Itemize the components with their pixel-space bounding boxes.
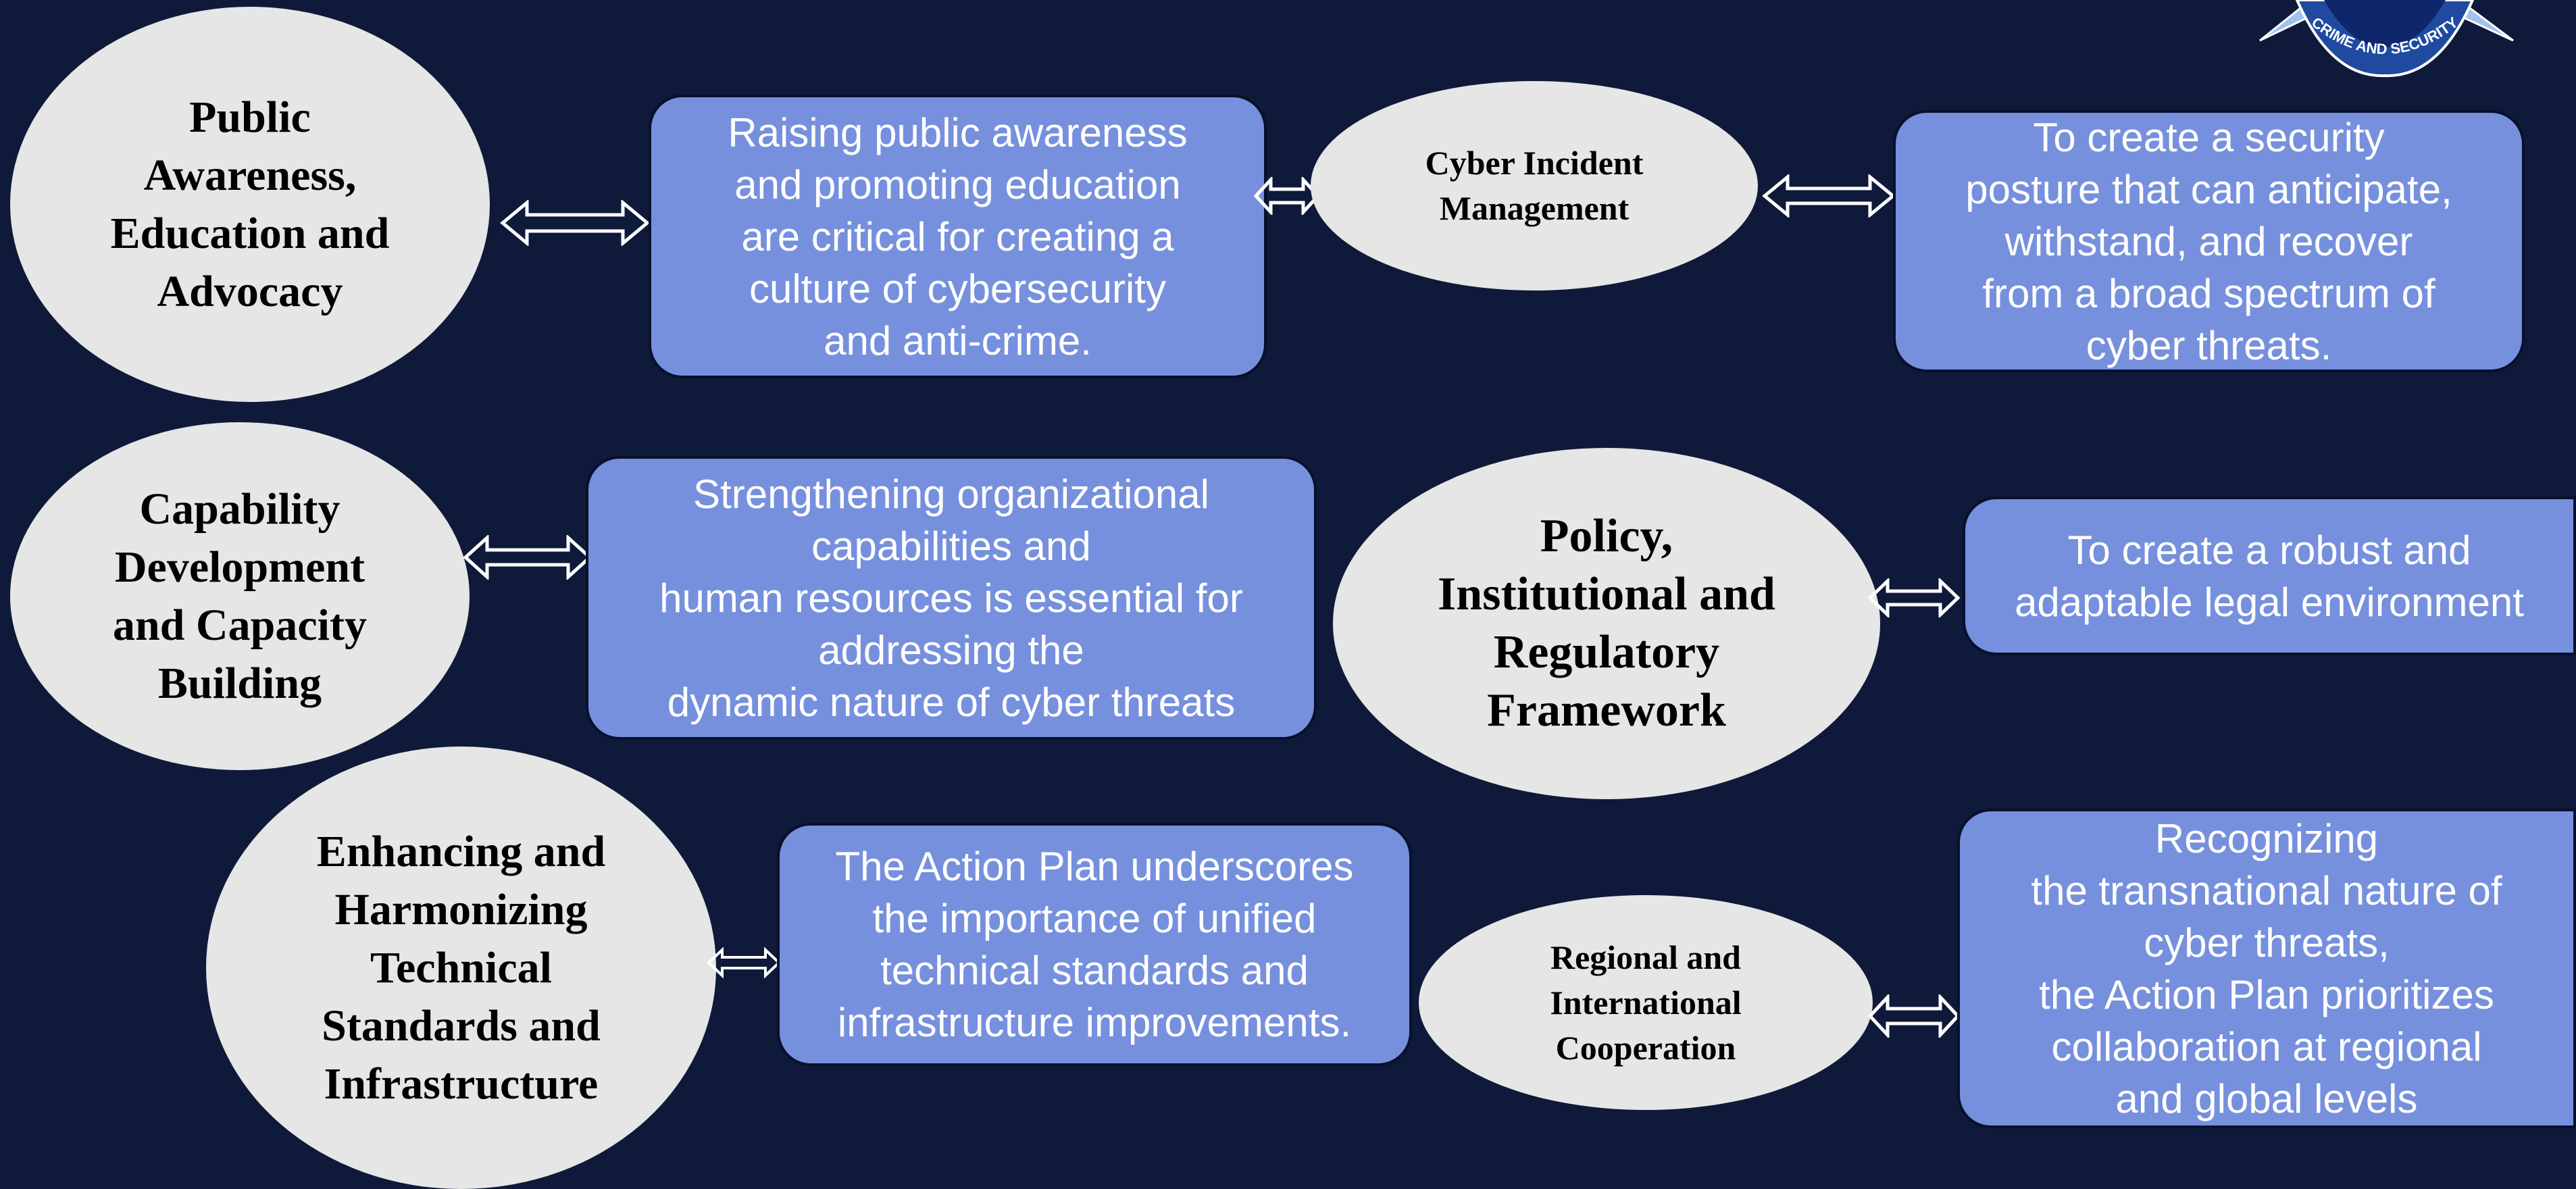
- description-cyber-incident-management: To create a security posture that can an…: [1893, 110, 2525, 372]
- topic-public-awareness: Public Awareness, Education and Advocacy: [10, 7, 490, 402]
- double-arrow-icon: [707, 947, 781, 978]
- description-technical-standards: The Action Plan underscores the importan…: [777, 823, 1412, 1066]
- double-arrow-icon: [463, 535, 592, 580]
- topic-technical-standards: Enhancing and Harmonizing Technical Stan…: [206, 747, 716, 1189]
- organization-logo: CRIME AND SECURITY: [2259, 0, 2514, 78]
- description-capability-development: Strengthening organizational capabilitie…: [586, 456, 1317, 740]
- double-arrow-icon: [500, 200, 650, 246]
- topic-cyber-incident-management: Cyber Incident Management: [1311, 81, 1758, 290]
- double-arrow-icon: [1867, 994, 1961, 1038]
- double-arrow-icon: [1762, 174, 1896, 218]
- topic-regional-cooperation: Regional and International Cooperation: [1419, 895, 1873, 1110]
- topic-capability-development: Capability Development and Capacity Buil…: [10, 422, 470, 770]
- description-public-awareness: Raising public awareness and promoting e…: [649, 95, 1267, 378]
- double-arrow-icon: [1867, 578, 1961, 617]
- description-policy-framework: To create a robust and adaptable legal e…: [1963, 497, 2576, 655]
- topic-label: Public Awareness, Education and Advocacy: [110, 92, 390, 316]
- topic-policy-framework: Policy, Institutional and Regulatory Fra…: [1333, 448, 1880, 799]
- description-regional-cooperation: Recognizing the transnational nature of …: [1957, 809, 2576, 1128]
